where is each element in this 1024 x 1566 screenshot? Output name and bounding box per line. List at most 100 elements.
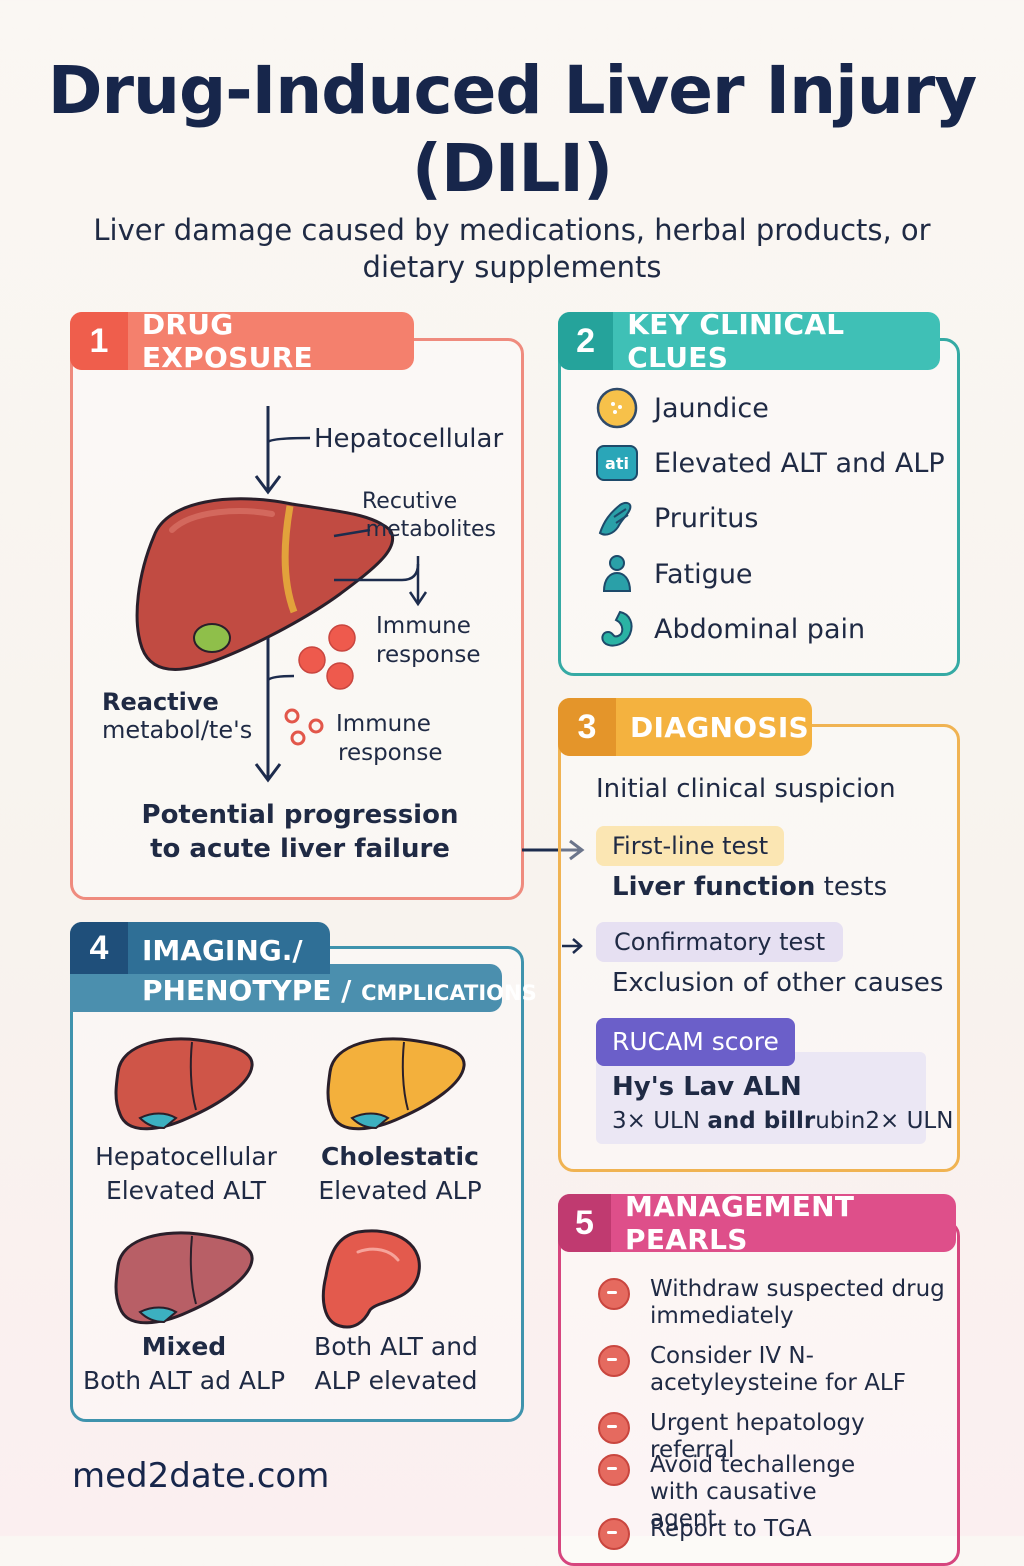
phenotype-desc: Both ALT ad ALP <box>82 1366 286 1395</box>
alert-dot-icon <box>598 1412 630 1444</box>
subtitle: Liver damage caused by medications, herb… <box>93 213 931 284</box>
reactive-line-1: Reactive <box>102 688 219 716</box>
clue-jaundice: Jaundice <box>596 386 769 430</box>
phenotype-desc: Elevated ALP <box>318 1176 482 1205</box>
first-line-text: Liver function tests <box>612 872 887 902</box>
phenotype-name: Cholestatic <box>321 1142 479 1171</box>
tired-person-icon <box>596 553 638 595</box>
panel-key-clinical-clues-header: 2 KEY CLINICAL CLUES <box>558 308 940 374</box>
alert-dot-icon <box>598 1518 630 1550</box>
phenotype-name: Mixed <box>141 1332 227 1361</box>
panel-number: 3 <box>558 698 616 756</box>
panel-label: MANAGEMENT PEARLS <box>625 1190 855 1256</box>
liver-both-elevated-icon <box>321 1229 421 1329</box>
clue-elevated-alt-alp: ati Elevated ALT and ALP <box>596 441 945 485</box>
hys-criteria-c: ubin2× ULN <box>815 1108 954 1134</box>
stomach-icon <box>596 608 638 650</box>
label-reactive-metabolites: Reactive metabol/te's <box>102 688 252 744</box>
liver-cholestatic-icon <box>326 1037 466 1131</box>
confirmatory-tag: Confirmatory test <box>596 922 844 962</box>
phenotype-name: Both ALT and <box>314 1332 478 1361</box>
rucam-tag: RUCAM score <box>596 1018 795 1066</box>
alert-dot-icon <box>598 1454 630 1486</box>
label-2b: CMPLICATIONS <box>361 981 537 1005</box>
progression-line-1: Potential progression <box>141 800 459 830</box>
scratch-hand-icon <box>596 497 638 539</box>
label-2a: PHENOTYPE / <box>142 974 362 1007</box>
label-immune-response-2: Immune response <box>336 710 442 768</box>
page-title: Drug-Induced Liver Injury (DILI) <box>0 52 1024 208</box>
panel-diagnosis-header: 3 DIAGNOSIS <box>558 698 812 756</box>
recutive-line-2: metabolites <box>365 517 496 542</box>
panel-label: KEY CLINICAL CLUES <box>627 308 845 374</box>
clue-label: Fatigue <box>654 558 753 590</box>
rucam-box <box>596 1052 926 1144</box>
clue-abdominal-pain: Abdominal pain <box>596 607 865 651</box>
liver-hepatocellular-icon <box>114 1037 254 1131</box>
initial-suspicion: Initial clinical suspicion <box>596 774 896 804</box>
lab-badge-text: ati <box>596 445 638 481</box>
label-progression: Potential progression to acute liver fai… <box>110 798 490 866</box>
hys-law: Hy's Lav ALN <box>612 1072 802 1102</box>
panel-label: DIAGNOSIS <box>630 710 809 744</box>
clue-fatigue: Fatigue <box>596 552 753 596</box>
panel-phenotype-header: 4 <box>70 922 330 974</box>
panel-management-pearls-header: 5 MANAGEMENT PEARLS <box>558 1190 956 1256</box>
panel-drug-exposure-header: 1 DRUG EXPOSURE <box>70 308 414 374</box>
panel-number: 5 <box>558 1194 612 1252</box>
footer-site[interactable]: med2date.com <box>72 1456 330 1496</box>
immune-2-line-1: Immune <box>336 711 431 737</box>
clue-label: Elevated ALT and ALP <box>654 447 945 479</box>
first-line-rest: tests <box>815 872 888 902</box>
hys-criteria: 3× ULN and billrubin2× ULN <box>612 1108 953 1134</box>
liver-mixed-icon <box>114 1231 254 1325</box>
pearl-text: Report to TGA <box>650 1516 812 1542</box>
panel-number: 2 <box>558 312 614 370</box>
clue-label: Pruritus <box>654 502 759 534</box>
lab-badge-icon: ati <box>596 442 638 484</box>
clue-label: Abdominal pain <box>654 613 866 645</box>
arrow-confirmatory <box>562 938 583 954</box>
phenotype-cholestatic: Cholestatic Elevated ALP <box>292 1140 508 1208</box>
pearl-text: Consider IV N-acetyleysteine for ALF <box>650 1343 906 1396</box>
immune-2-line-2: response <box>338 740 443 766</box>
reactive-line-2: metabol/te's <box>102 716 253 744</box>
pearl-text: Urgent hepatology referral <box>650 1410 865 1463</box>
liver-illustration <box>135 497 394 671</box>
phenotype-name: Hepatocellular <box>95 1142 277 1171</box>
hys-criteria-b: and billr <box>707 1108 816 1134</box>
phenotype-desc: ALP elevated <box>314 1366 478 1395</box>
pearl-item: Urgent hepatology referral <box>598 1410 948 1464</box>
arrow-to-diagnosis <box>522 839 585 861</box>
hys-criteria-a: 3× ULN <box>612 1108 708 1134</box>
label-hepatocellular: Hepatocellular <box>314 424 504 454</box>
pearl-item: Report to TGA <box>598 1516 948 1550</box>
panel-phenotype-label-1: IMAGING./ <box>142 934 303 967</box>
phenotype-desc: Elevated ALT <box>105 1176 267 1205</box>
pearl-item: Withdraw suspected drug immediately <box>598 1276 948 1330</box>
phenotype-hepatocellular: Hepatocellular Elevated ALT <box>80 1140 292 1208</box>
pearl-text: Avoid techallenge with causative agent <box>650 1452 856 1532</box>
panel-number: 4 <box>70 922 128 974</box>
clue-pruritus: Pruritus <box>596 496 758 540</box>
immune-1-line-2: response <box>376 642 481 668</box>
label-recutive-metabolites: Recutive metabolites <box>352 488 496 544</box>
panel-phenotype-label-2: PHENOTYPE / CMPLICATIONS <box>142 974 537 1007</box>
panel-label: DRUG EXPOSURE <box>141 308 313 374</box>
pearl-text: Withdraw suspected drug immediately <box>650 1276 945 1329</box>
immune-1-line-1: Immune <box>376 613 471 639</box>
label-immune-response-1: Immune response <box>376 612 480 670</box>
alert-dot-icon <box>598 1278 630 1310</box>
panel-phenotype <box>70 946 524 1422</box>
clue-label: Jaundice <box>654 392 769 424</box>
confirmatory-text: Exclusion of other causes <box>612 968 944 998</box>
recutive-line-1: Recutive <box>362 489 458 514</box>
pearl-item: Avoid techallenge with causative agent <box>598 1452 948 1533</box>
sun-dots-icon <box>596 387 638 429</box>
phenotype-mixed: Mixed Both ALT ad ALP <box>76 1330 292 1398</box>
alert-dot-icon <box>598 1345 630 1377</box>
panel-number: 1 <box>70 312 128 370</box>
title-line-2: (DILI) <box>411 130 613 207</box>
phenotype-both-elevated: Both ALT and ALP elevated <box>288 1330 504 1398</box>
first-line-bold: Liver function <box>612 872 816 902</box>
